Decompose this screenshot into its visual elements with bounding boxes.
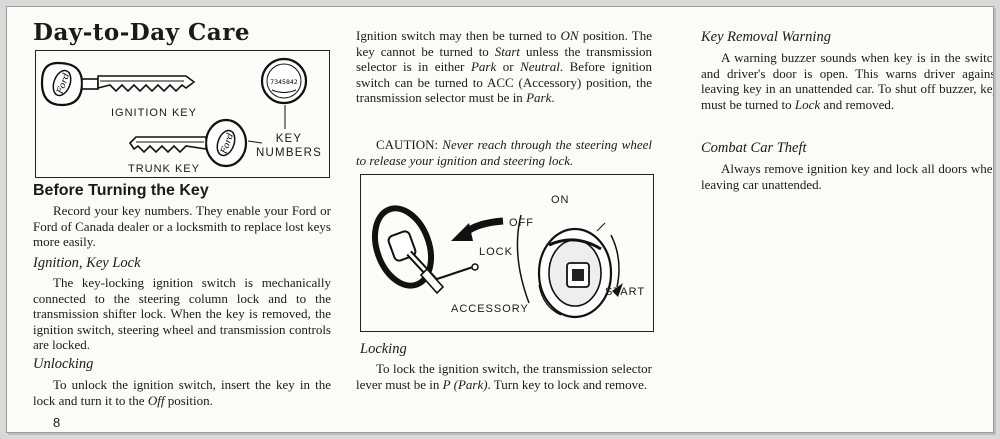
steering-wheel-icon xyxy=(371,205,479,295)
trunk-key-icon: Ford xyxy=(128,118,248,168)
ignition-lock-heading: Ignition, Key Lock xyxy=(33,255,141,271)
key-removal-text: A warning buzzer sounds when key is in t… xyxy=(701,50,994,112)
caution-label: CAUTION: xyxy=(376,137,439,152)
trunk-key-label: TRUNK KEY xyxy=(128,163,200,175)
key-removal-text-block: A warning buzzer sounds when key is in t… xyxy=(701,50,994,112)
page-title: Day-to-Day Care xyxy=(33,19,250,46)
ignition-on-label: ON xyxy=(551,194,570,206)
key-tag-code: 7345842 xyxy=(270,78,297,86)
ignition-switch-text-block: Ignition switch may then be turned to ON… xyxy=(356,28,652,106)
before-turning-heading: Before Turning the Key xyxy=(33,182,209,199)
ignition-drawing: ON OFF LOCK ACCESSORY START xyxy=(371,194,645,319)
unlocking-heading: Unlocking xyxy=(33,356,94,372)
ignition-off-label: OFF xyxy=(509,217,534,229)
ignition-switch-text: Ignition switch may then be turned to ON… xyxy=(356,28,653,105)
caution-text: Never reach through the steering wheel t… xyxy=(356,137,653,168)
ignition-accessory-label: ACCESSORY xyxy=(451,303,529,315)
key-numbers-label-1: KEY xyxy=(276,133,303,145)
key-numbers-label-2: NUMBERS xyxy=(256,147,322,159)
manual-page: Day-to-Day Care Ford IGNITION KEY 73 xyxy=(6,6,994,433)
turn-arrow-icon xyxy=(451,217,504,241)
combat-theft-heading: Combat Car Theft xyxy=(701,140,807,156)
caution-block: CAUTION: Never reach through the steerin… xyxy=(356,137,652,168)
combat-theft-text-block: Always remove ignition key and lock all … xyxy=(701,161,994,192)
keys-illustration: Ford IGNITION KEY 7345842 Fo xyxy=(35,50,330,178)
unlocking-text-block: To unlock the ignition switch, insert th… xyxy=(33,377,331,408)
ignition-lock-label: LOCK xyxy=(479,246,513,258)
locking-text: To lock the ignition switch, the transmi… xyxy=(356,361,652,392)
unlocking-text: To unlock the ignition switch, insert th… xyxy=(33,377,331,408)
ignition-cylinder-icon xyxy=(516,214,623,319)
ignition-key-icon: Ford xyxy=(40,61,196,107)
ignition-lock-text: The key-locking ignition switch is mecha… xyxy=(33,275,331,352)
ignition-switch-illustration: ON OFF LOCK ACCESSORY START xyxy=(360,174,654,332)
locking-text-block: To lock the ignition switch, the transmi… xyxy=(356,361,652,392)
combat-theft-text: Always remove ignition key and lock all … xyxy=(701,161,994,192)
locking-heading: Locking xyxy=(360,341,407,357)
key-number-tag-icon: 7345842 xyxy=(260,57,308,105)
before-turning-text: Record your key numbers. They enable you… xyxy=(33,203,331,249)
key-removal-heading: Key Removal Warning xyxy=(701,29,831,45)
ignition-lock-text-block: The key-locking ignition switch is mecha… xyxy=(33,275,331,353)
ignition-key-label: IGNITION KEY xyxy=(111,107,197,119)
keys-drawing: Ford IGNITION KEY 7345842 Fo xyxy=(40,57,322,175)
ignition-start-label: START xyxy=(605,286,645,298)
page-number: 8 xyxy=(53,415,61,430)
before-turning-text-block: Record your key numbers. They enable you… xyxy=(33,203,331,250)
